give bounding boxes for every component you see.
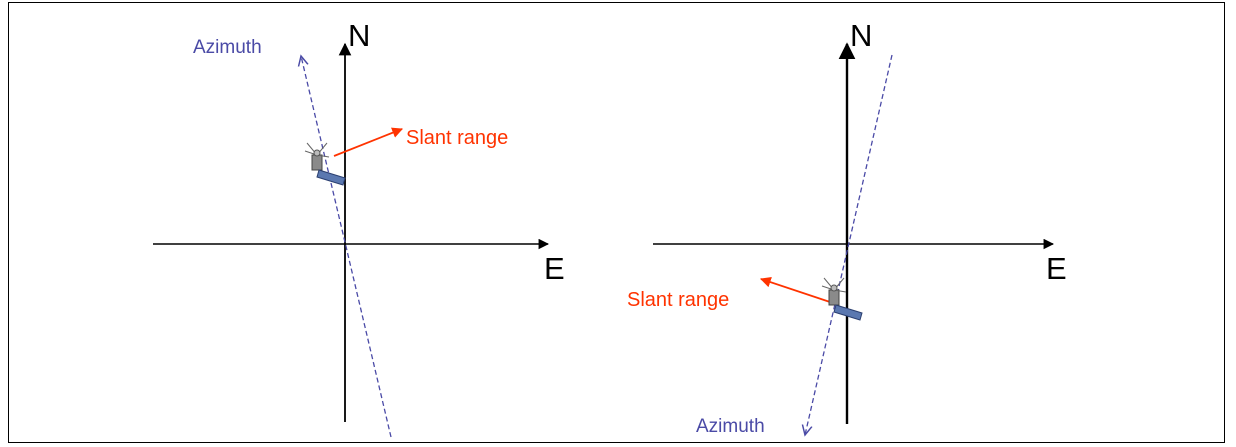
right-north-label: N — [850, 18, 873, 53]
satellite-icon — [821, 277, 863, 321]
right-azimuth-label: Azimuth — [696, 416, 765, 437]
left-north-label: N — [348, 18, 371, 53]
right-azimuth-line — [805, 54, 893, 435]
left-azimuth-line — [301, 56, 392, 438]
satellite-icon — [304, 142, 346, 186]
left-east-label: E — [544, 251, 565, 286]
left-slant-range-arrow — [333, 127, 404, 157]
right-east-label: E — [1046, 251, 1067, 286]
left-slant-range-label: Slant range — [406, 127, 509, 149]
diagram-frame — [8, 2, 1225, 443]
left-panel — [153, 42, 550, 438]
right-panel — [653, 42, 1055, 435]
right-slant-range-label: Slant range — [627, 289, 730, 311]
right-slant-range-arrow — [759, 276, 831, 303]
left-azimuth-label: Azimuth — [193, 37, 262, 58]
